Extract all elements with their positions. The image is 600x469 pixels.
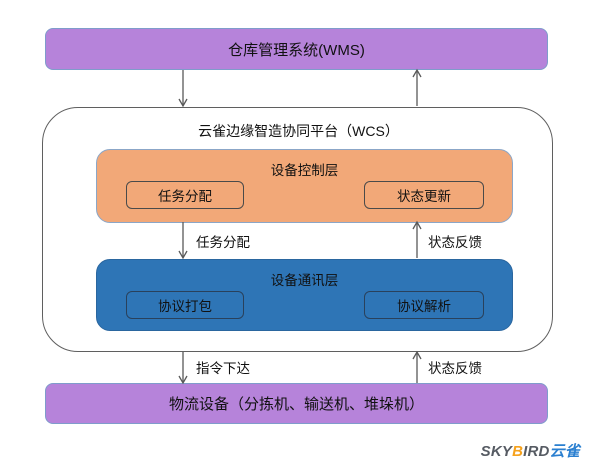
device-control-layer: 设备控制层 任务分配 状态更新 [96, 149, 513, 223]
status-update-box: 状态更新 [364, 181, 484, 209]
mid-down-flow-label: 任务分配 [196, 235, 250, 250]
wms-label: 仓库管理系统(WMS) [228, 41, 365, 59]
wms-box: 仓库管理系统(WMS) [45, 28, 548, 70]
arrow-up-device-to-wcs-icon [412, 350, 422, 383]
bottom-up-flow-label: 状态反馈 [428, 361, 482, 376]
comm-layer-title: 设备通讯层 [270, 273, 339, 288]
skybird-logo: SKYBIRD云雀 [466, 440, 580, 460]
logo-cn-text: 云雀 [549, 443, 580, 460]
logistics-equipment-label: 物流设备（分拣机、输送机、堆垛机） [168, 396, 424, 413]
arrow-down-wms-to-wcs-icon [178, 70, 188, 108]
wcs-container: 云雀边缘智造协同平台（WCS） 设备控制层 任务分配 状态更新 设备通讯层 协议… [42, 107, 553, 352]
logo-b-text: B [512, 443, 524, 460]
task-assignment-box: 任务分配 [126, 181, 244, 209]
wcs-title: 云雀边缘智造协同平台（WCS） [198, 123, 399, 139]
arrow-down-wcs-to-device-icon [178, 352, 188, 385]
bottom-down-flow-label: 指令下达 [196, 361, 250, 376]
protocol-pack-box: 协议打包 [126, 291, 244, 319]
device-comm-layer: 设备通讯层 协议打包 协议解析 [96, 259, 513, 331]
logo-ird-text: IRD [523, 443, 550, 460]
protocol-parse-box: 协议解析 [364, 291, 484, 319]
logo-sky-text: SKY [480, 443, 513, 460]
mid-up-flow-label: 状态反馈 [428, 235, 482, 250]
logistics-equipment-box: 物流设备（分拣机、输送机、堆垛机） [45, 383, 548, 424]
arrow-up-wcs-to-wms-icon [412, 68, 422, 106]
control-layer-title: 设备控制层 [270, 163, 339, 178]
